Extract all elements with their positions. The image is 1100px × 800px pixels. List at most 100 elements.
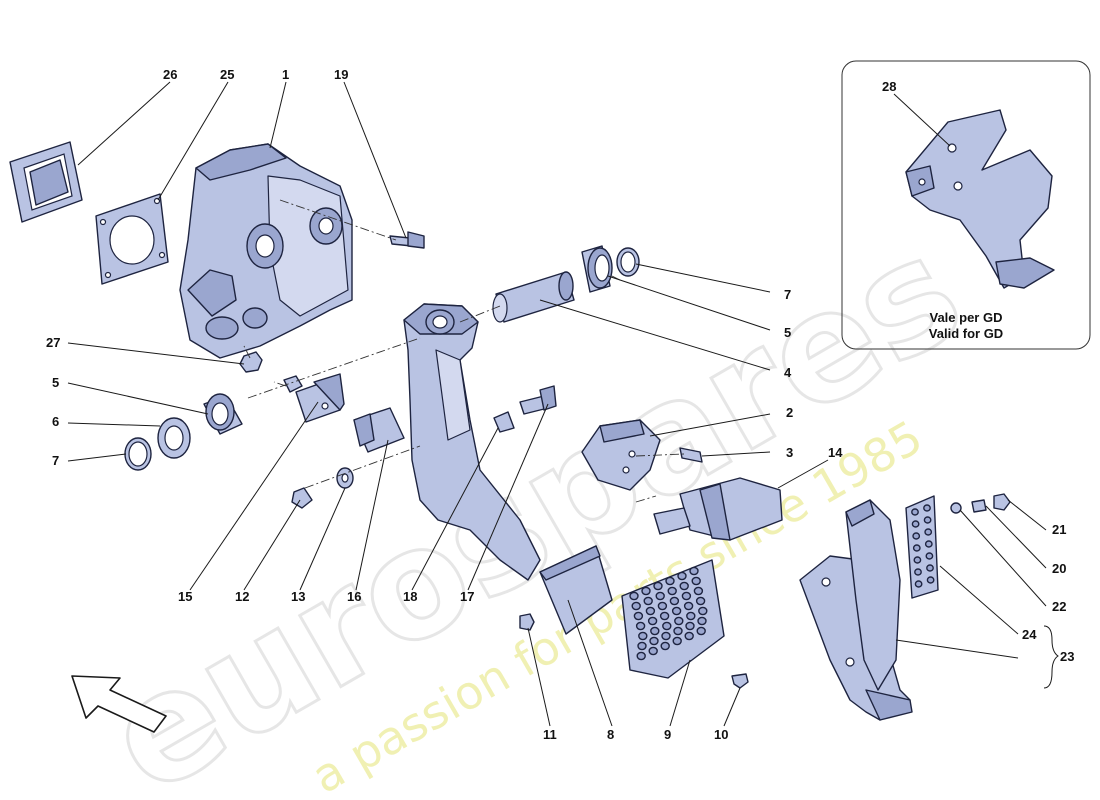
callout-7-lower: 7: [52, 453, 60, 468]
pad-hole: [662, 621, 672, 631]
part-8-pedal-lever: [403, 303, 613, 635]
part-18-spacer: [493, 411, 515, 433]
callout-28: 28: [882, 79, 897, 94]
callout-4: 4: [784, 365, 792, 380]
part-10-screw: [731, 673, 749, 689]
pad-hole: [635, 621, 646, 631]
callout-2: 2: [786, 405, 794, 420]
part-20-screw: [971, 499, 987, 513]
pad-hole: [647, 616, 658, 626]
pad-hole: [636, 651, 646, 661]
pad-hole: [645, 606, 656, 616]
pad-hole: [912, 544, 921, 552]
inset-caption-italian: Vale per GD: [929, 310, 1003, 325]
part-23-accelerator: [799, 499, 913, 721]
callout-7-upper: 7: [784, 287, 792, 302]
part-28-bracket: [905, 109, 1055, 289]
pad-hole: [686, 611, 696, 621]
callout-11: 11: [543, 727, 557, 742]
part-13-washer: [336, 467, 354, 489]
pad-hole: [638, 631, 648, 641]
part-11-nut: [519, 613, 535, 631]
pad-hole: [914, 568, 922, 576]
pad-hole: [697, 616, 707, 626]
pad-hole: [911, 508, 919, 516]
part-5-bushing-upper: [581, 245, 613, 293]
pad-hole: [655, 591, 665, 601]
pad-hole: [653, 581, 663, 591]
pad-hole: [659, 611, 670, 621]
part-7-ring-upper: [616, 247, 640, 277]
callout-16: 16: [347, 589, 362, 604]
callout-27: 27: [46, 335, 61, 350]
part-6-washer: [157, 417, 191, 459]
inset-caption: Vale per GD Valid for GD: [900, 310, 1032, 342]
assembly-axes: [243, 199, 685, 503]
callout-15: 15: [178, 589, 193, 604]
part-26-gasket: [9, 141, 83, 223]
pad-hole: [648, 646, 658, 656]
callout-10: 10: [714, 727, 729, 742]
callout-1: 1: [282, 67, 290, 82]
callout-13: 13: [291, 589, 306, 604]
pad-hole: [643, 596, 653, 606]
callout-19: 19: [334, 67, 349, 82]
callout-5-lower: 5: [52, 375, 60, 390]
pad-hole: [667, 586, 677, 596]
pad-hole: [649, 636, 659, 646]
part-19-bolt: [389, 231, 425, 249]
part-24-accelerator-pad: [905, 495, 939, 599]
pad-hole: [926, 576, 935, 584]
callout-18: 18: [403, 589, 418, 604]
inset-frame: [841, 60, 1091, 350]
pad-hole: [925, 552, 934, 560]
pad-hole: [691, 576, 701, 586]
callout-12: 12: [235, 589, 250, 604]
pad-hole: [674, 616, 684, 626]
pad-hole: [677, 571, 687, 581]
part-9-pedal-pad: [621, 559, 725, 679]
leader-lines: [67, 81, 1059, 727]
pad-hole: [672, 636, 682, 646]
pad-hole: [660, 641, 670, 651]
callout-14: 14: [828, 445, 843, 460]
pad-hole: [631, 601, 641, 611]
part-1-housing: [179, 143, 353, 359]
part-14-switch: [653, 477, 783, 541]
callout-20: 20: [1052, 561, 1067, 576]
callout-8: 8: [607, 727, 615, 742]
callout-23: 23: [1060, 649, 1075, 664]
callout-25: 25: [220, 67, 235, 82]
pad-hole: [695, 596, 706, 606]
pad-hole: [681, 591, 692, 601]
callout-9: 9: [664, 727, 672, 742]
part-27-nut: [239, 351, 263, 373]
part-17-pin: [519, 385, 557, 415]
part-7-ring-lower: [124, 437, 152, 471]
pad-hole: [923, 516, 932, 524]
pad-hole: [665, 576, 675, 586]
inset-caption-english: Valid for GD: [928, 326, 1004, 341]
part-25-plate: [95, 193, 169, 285]
pad-hole: [689, 566, 699, 576]
pad-hole: [641, 586, 651, 596]
pad-hole: [650, 626, 660, 636]
part-5-bushing-lower: [203, 393, 243, 435]
pad-hole: [693, 586, 704, 596]
part-21-nut: [993, 493, 1011, 511]
part-12-clip: [291, 487, 313, 509]
part-4-sleeve: [492, 271, 575, 323]
pad-hole: [696, 626, 706, 636]
pad-hole: [673, 626, 683, 636]
pad-hole: [679, 581, 689, 591]
callout-24: 24: [1022, 627, 1037, 642]
pad-hole: [637, 641, 647, 651]
pad-hole: [657, 601, 668, 611]
pad-hole: [912, 532, 921, 540]
callout-26: 26: [163, 67, 178, 82]
pad-hole: [683, 601, 694, 611]
pad-hole: [661, 631, 671, 641]
pad-hole: [913, 556, 922, 564]
pad-hole: [926, 564, 934, 572]
pad-hole: [669, 596, 680, 606]
